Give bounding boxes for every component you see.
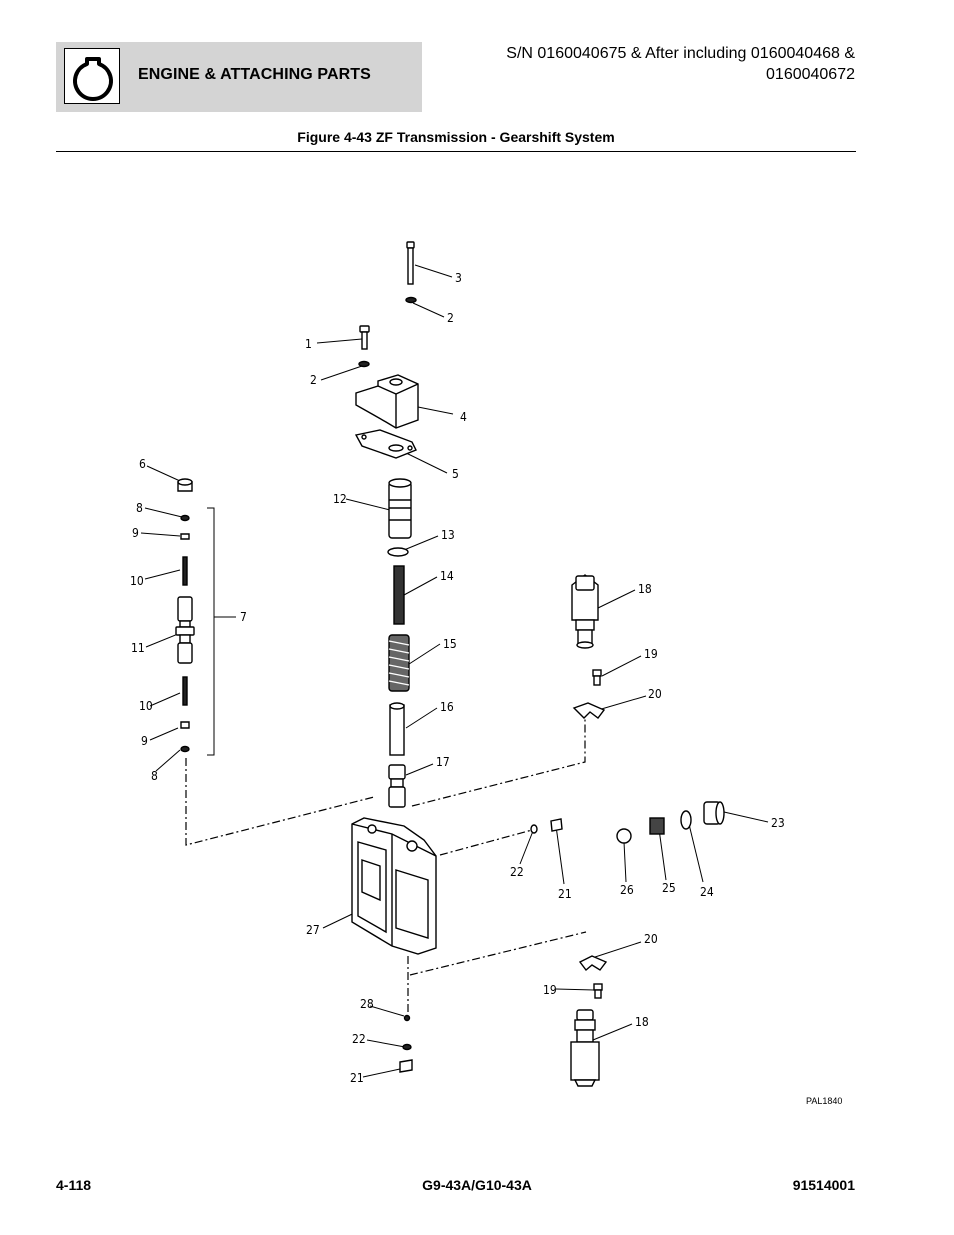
callout-labels: 3 2 1 2 4 5 6 8 9 10 7 11 10 9 8 12 13 1… <box>130 271 785 1085</box>
callout-3: 3 <box>455 271 462 285</box>
callout-18a: 18 <box>638 582 652 596</box>
callout-8b: 8 <box>151 769 158 783</box>
callout-11: 11 <box>131 641 145 655</box>
callout-9b: 9 <box>141 734 148 748</box>
callout-12: 12 <box>333 492 347 506</box>
callout-10a: 10 <box>130 574 144 588</box>
callout-21a: 21 <box>558 887 572 901</box>
callout-18b: 18 <box>635 1015 649 1029</box>
callout-9a: 9 <box>132 526 139 540</box>
callout-22b: 22 <box>352 1032 366 1046</box>
callout-28: 28 <box>360 997 374 1011</box>
drawing-id: PAL1840 <box>806 1096 842 1106</box>
callout-7: 7 <box>240 610 247 624</box>
callout-8a: 8 <box>136 501 143 515</box>
model-number: G9-43A/G10-43A <box>422 1177 532 1193</box>
callout-23: 23 <box>771 816 785 830</box>
serial-line-1: S/N 0160040675 & After including 0160040… <box>506 45 855 62</box>
callout-21b: 21 <box>350 1071 364 1085</box>
callout-6: 6 <box>139 457 146 471</box>
callout-17: 17 <box>436 755 450 769</box>
figure-title: Figure 4-43 ZF Transmission - Gearshift … <box>297 129 615 145</box>
serial-line-2: 0160040672 <box>766 66 855 83</box>
callout-19b: 19 <box>543 983 557 997</box>
assembly-lines <box>185 718 587 1012</box>
engine-section-icon <box>64 48 120 104</box>
callout-26: 26 <box>620 883 634 897</box>
callout-2a: 2 <box>447 311 454 325</box>
section-header: ENGINE & ATTACHING PARTS <box>56 42 422 112</box>
callout-22a: 22 <box>510 865 524 879</box>
section-title: ENGINE & ATTACHING PARTS <box>138 66 371 83</box>
callout-20a: 20 <box>648 687 662 701</box>
callout-27: 27 <box>306 923 320 937</box>
callout-24: 24 <box>700 885 714 899</box>
callout-15: 15 <box>443 637 457 651</box>
document-number: 91514001 <box>792 1177 855 1193</box>
parts-art <box>175 241 725 1087</box>
callout-13: 13 <box>441 528 455 542</box>
callout-4: 4 <box>460 410 467 424</box>
callout-14: 14 <box>440 569 454 583</box>
header-rule <box>56 151 856 152</box>
callout-25: 25 <box>662 881 676 895</box>
callout-2b: 2 <box>310 373 317 387</box>
callout-1: 1 <box>305 337 312 351</box>
callout-5: 5 <box>452 467 459 481</box>
callout-10b: 10 <box>139 699 153 713</box>
callout-19a: 19 <box>644 647 658 661</box>
leader-lines <box>140 264 769 1078</box>
callout-20b: 20 <box>644 932 658 946</box>
page-number: 4-118 <box>56 1177 92 1193</box>
serial-number-range: S/N 0160040675 & After including 0160040… <box>435 43 855 85</box>
callout-16: 16 <box>440 700 454 714</box>
